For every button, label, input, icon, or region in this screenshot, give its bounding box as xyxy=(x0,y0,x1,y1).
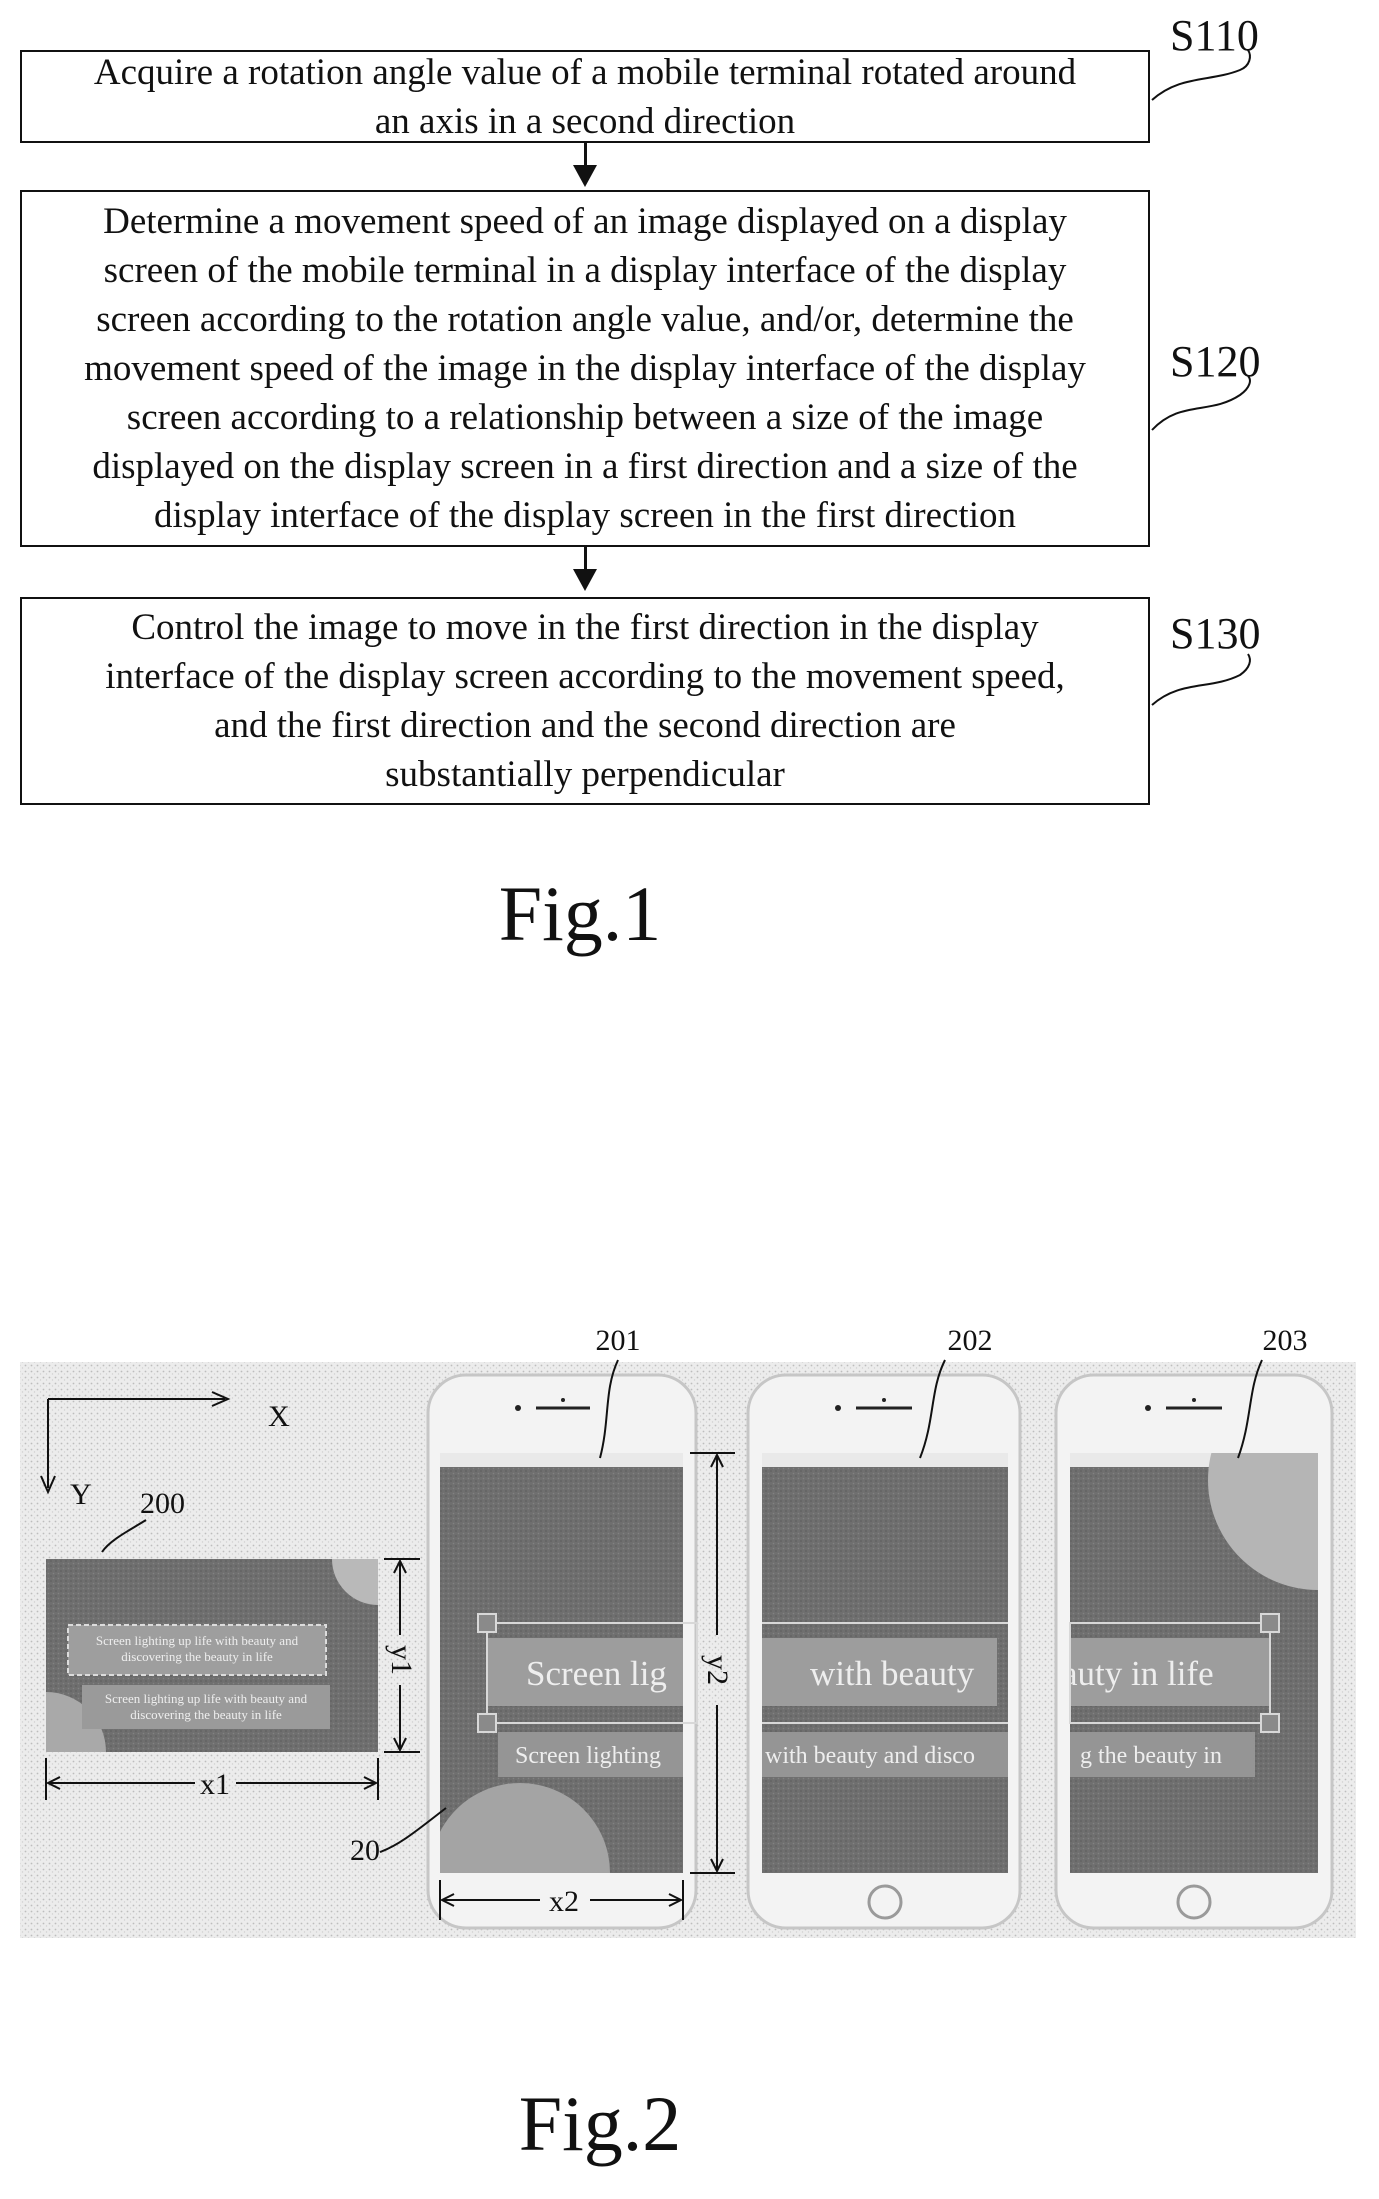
phone-203-big-text: auty in life xyxy=(1062,1654,1214,1693)
flow-arrow-1 xyxy=(584,143,587,167)
dim-y2-label: y2 xyxy=(701,1655,734,1685)
image-200-text2-line1: Screen lighting up life with beauty and xyxy=(105,1691,308,1706)
phone-202-label: 202 xyxy=(948,1324,993,1357)
fig2-illustration: X Y 200 Screen lighting up life with bea… xyxy=(0,1280,1379,2000)
image-200-text-line2: discovering the beauty in life xyxy=(121,1649,273,1664)
phone-203: auty in life g the beauty in xyxy=(1056,1370,1379,1928)
step-s130-text: Control the image to move in the first d… xyxy=(105,603,1065,799)
step-s130-box: Control the image to move in the first d… xyxy=(20,597,1150,805)
step-s110-box: Acquire a rotation angle value of a mobi… xyxy=(20,50,1150,143)
phone-202-big-text: with beauty xyxy=(810,1654,975,1693)
image-200-label: 200 xyxy=(140,1487,185,1520)
fig2-caption: Fig.2 xyxy=(400,2085,800,2163)
step-s120-text: Determine a movement speed of an image d… xyxy=(84,197,1086,540)
dim-x2-label: x2 xyxy=(549,1885,579,1918)
step-s110-text: Acquire a rotation angle value of a mobi… xyxy=(94,48,1076,146)
fig1-caption: Fig.1 xyxy=(380,875,780,953)
image-200-text2-line2: discovering the beauty in life xyxy=(130,1707,282,1722)
phone-202-small-text: with beauty and disco xyxy=(765,1743,975,1769)
step-leader-lines xyxy=(1140,20,1260,720)
step-s120-box: Determine a movement speed of an image d… xyxy=(20,190,1150,547)
screen-label: 20 xyxy=(350,1834,380,1867)
axis-y-label: Y xyxy=(70,1478,92,1511)
dim-x1-label: x1 xyxy=(200,1768,230,1801)
phone-201-small-text: Screen lighting xyxy=(515,1743,661,1769)
image-200-text-line1: Screen lighting up life with beauty and xyxy=(96,1633,299,1648)
phone-203-small-text: g the beauty in xyxy=(1080,1743,1222,1769)
phone-201: Screen lig Screen lighting xyxy=(428,1375,708,1963)
flow-arrow-2 xyxy=(584,547,587,571)
dim-y1-label: y1 xyxy=(385,1645,418,1675)
phone-203-label: 203 xyxy=(1263,1324,1308,1357)
phone-201-label: 201 xyxy=(596,1324,641,1357)
phone-201-big-text: Screen lig xyxy=(526,1654,667,1693)
axis-x-label: X xyxy=(268,1400,290,1433)
phone-202: with beauty with beauty and disco xyxy=(748,1375,1020,1928)
